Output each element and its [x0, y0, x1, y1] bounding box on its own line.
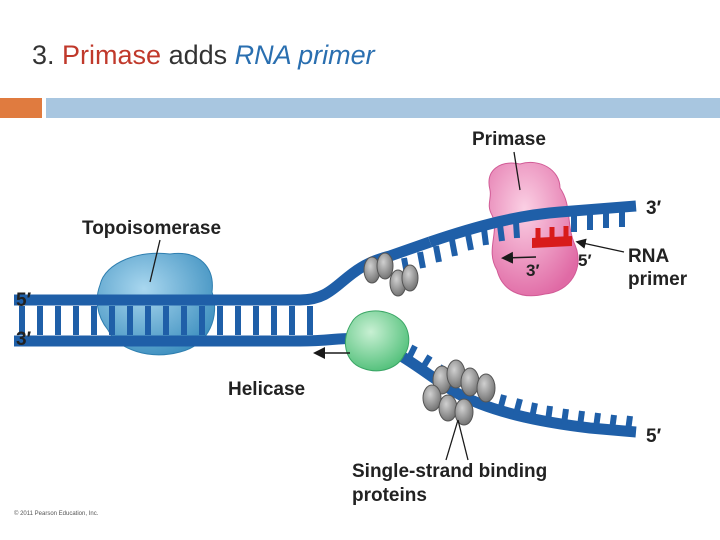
primase-direction-arrow: [501, 251, 537, 264]
rna-primer-pointer: [575, 238, 625, 253]
label-pointers: [149, 151, 521, 461]
slide-title: 3. Primase adds RNA primer: [32, 40, 375, 71]
title-primase: Primase: [62, 40, 162, 70]
label-primer: primer: [628, 269, 688, 290]
label-rna: RNA: [628, 246, 669, 267]
parental-bottom-strand: [14, 332, 367, 347]
end-upper-right: 3′: [646, 198, 662, 219]
accent-bar-orange: [0, 98, 42, 118]
rna-primer-bases: [535, 226, 569, 240]
end-primer-3: 3′: [526, 261, 540, 280]
rna-primer-strand: [532, 236, 572, 248]
ssb-proteins-upper: [363, 252, 419, 297]
title-rna-primer: RNA primer: [234, 40, 375, 70]
base-pair-rungs: [19, 306, 313, 335]
label-ssb-line2: proteins: [352, 485, 427, 506]
label-helicase: Helicase: [228, 379, 305, 400]
upper-template-strand: [428, 200, 637, 248]
replication-fork-diagram: Primase Topoisomerase Helicase RNA prime…: [14, 129, 688, 506]
copyright-notice: © 2011 Pearson Education, Inc.: [14, 511, 99, 517]
end-lower-right: 5′: [646, 426, 662, 447]
title-prefix: 3.: [32, 40, 63, 70]
title-middle: adds: [161, 40, 235, 70]
end-primer-5: 5′: [578, 251, 592, 270]
end-left-bottom: 3′: [16, 329, 32, 350]
end-left-top: 5′: [16, 290, 32, 311]
label-primase: Primase: [472, 129, 546, 150]
label-ssb-line1: Single-strand binding: [352, 461, 547, 482]
ssb-proteins-lower: [422, 359, 496, 426]
upper-strand-bases: [401, 211, 625, 275]
label-topoisomerase: Topoisomerase: [82, 218, 221, 239]
helicase-enzyme: [344, 310, 410, 372]
accent-bar-blue: [46, 98, 720, 118]
